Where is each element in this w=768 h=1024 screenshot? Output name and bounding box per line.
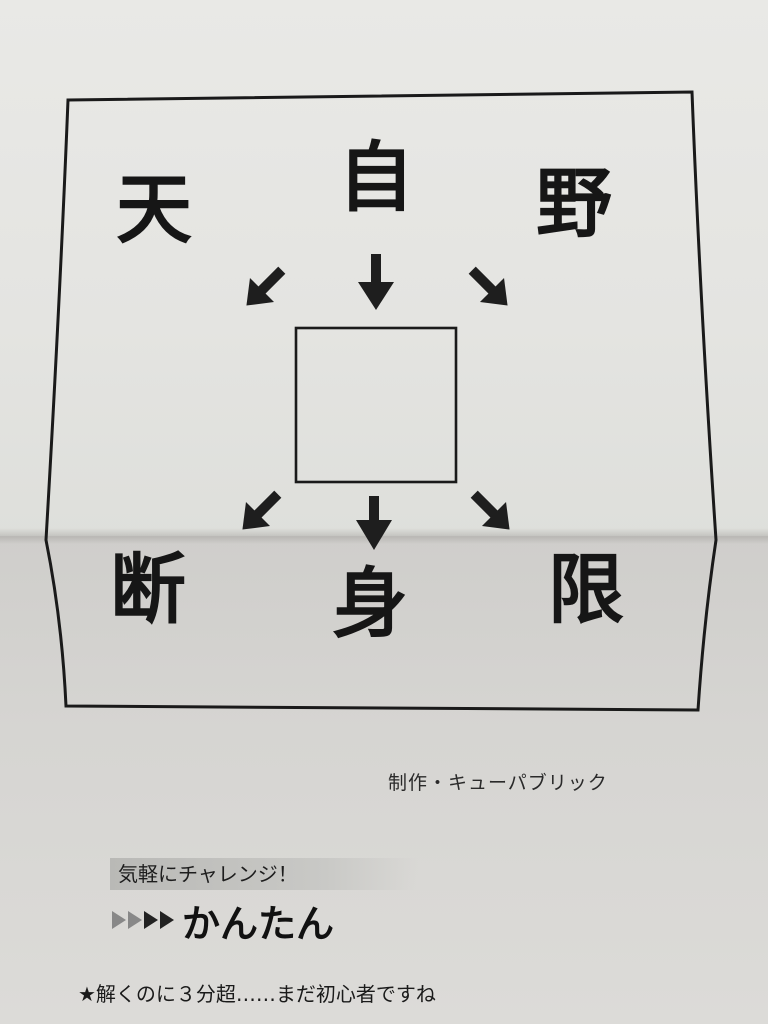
outer-border xyxy=(44,90,718,712)
newspaper-lower xyxy=(0,536,768,1024)
credit-text: 制作・キューパブリック xyxy=(388,772,608,794)
clue-bottom-center: 身 xyxy=(332,559,408,648)
clue-top-right: 野 xyxy=(536,159,612,248)
challenge-tagline: 気軽にチャレンジ！ xyxy=(110,858,418,890)
clue-top-left: 天 xyxy=(116,165,192,254)
clue-bottom-left: 断 xyxy=(110,545,186,634)
difficulty-row: かんたん xyxy=(112,894,334,946)
newspaper-upper xyxy=(0,0,768,540)
answer-box xyxy=(294,326,458,484)
arrow-bottom-right xyxy=(470,490,510,530)
clue-top-center: 自 xyxy=(338,133,414,222)
difficulty-label: かんたん xyxy=(182,901,335,946)
hint-line: ★解くのに３分超……まだ初心者ですね xyxy=(78,982,436,1006)
arrow-bottom-center xyxy=(356,496,392,550)
arrow-bottom-left xyxy=(242,490,282,530)
arrow-top-center xyxy=(358,254,394,310)
difficulty-arrows-icon xyxy=(112,911,174,929)
arrow-top-left xyxy=(246,266,286,306)
arrow-top-right xyxy=(468,266,508,306)
arrows xyxy=(242,254,510,550)
paper-fold xyxy=(0,528,768,544)
clue-bottom-right: 限 xyxy=(548,545,624,634)
